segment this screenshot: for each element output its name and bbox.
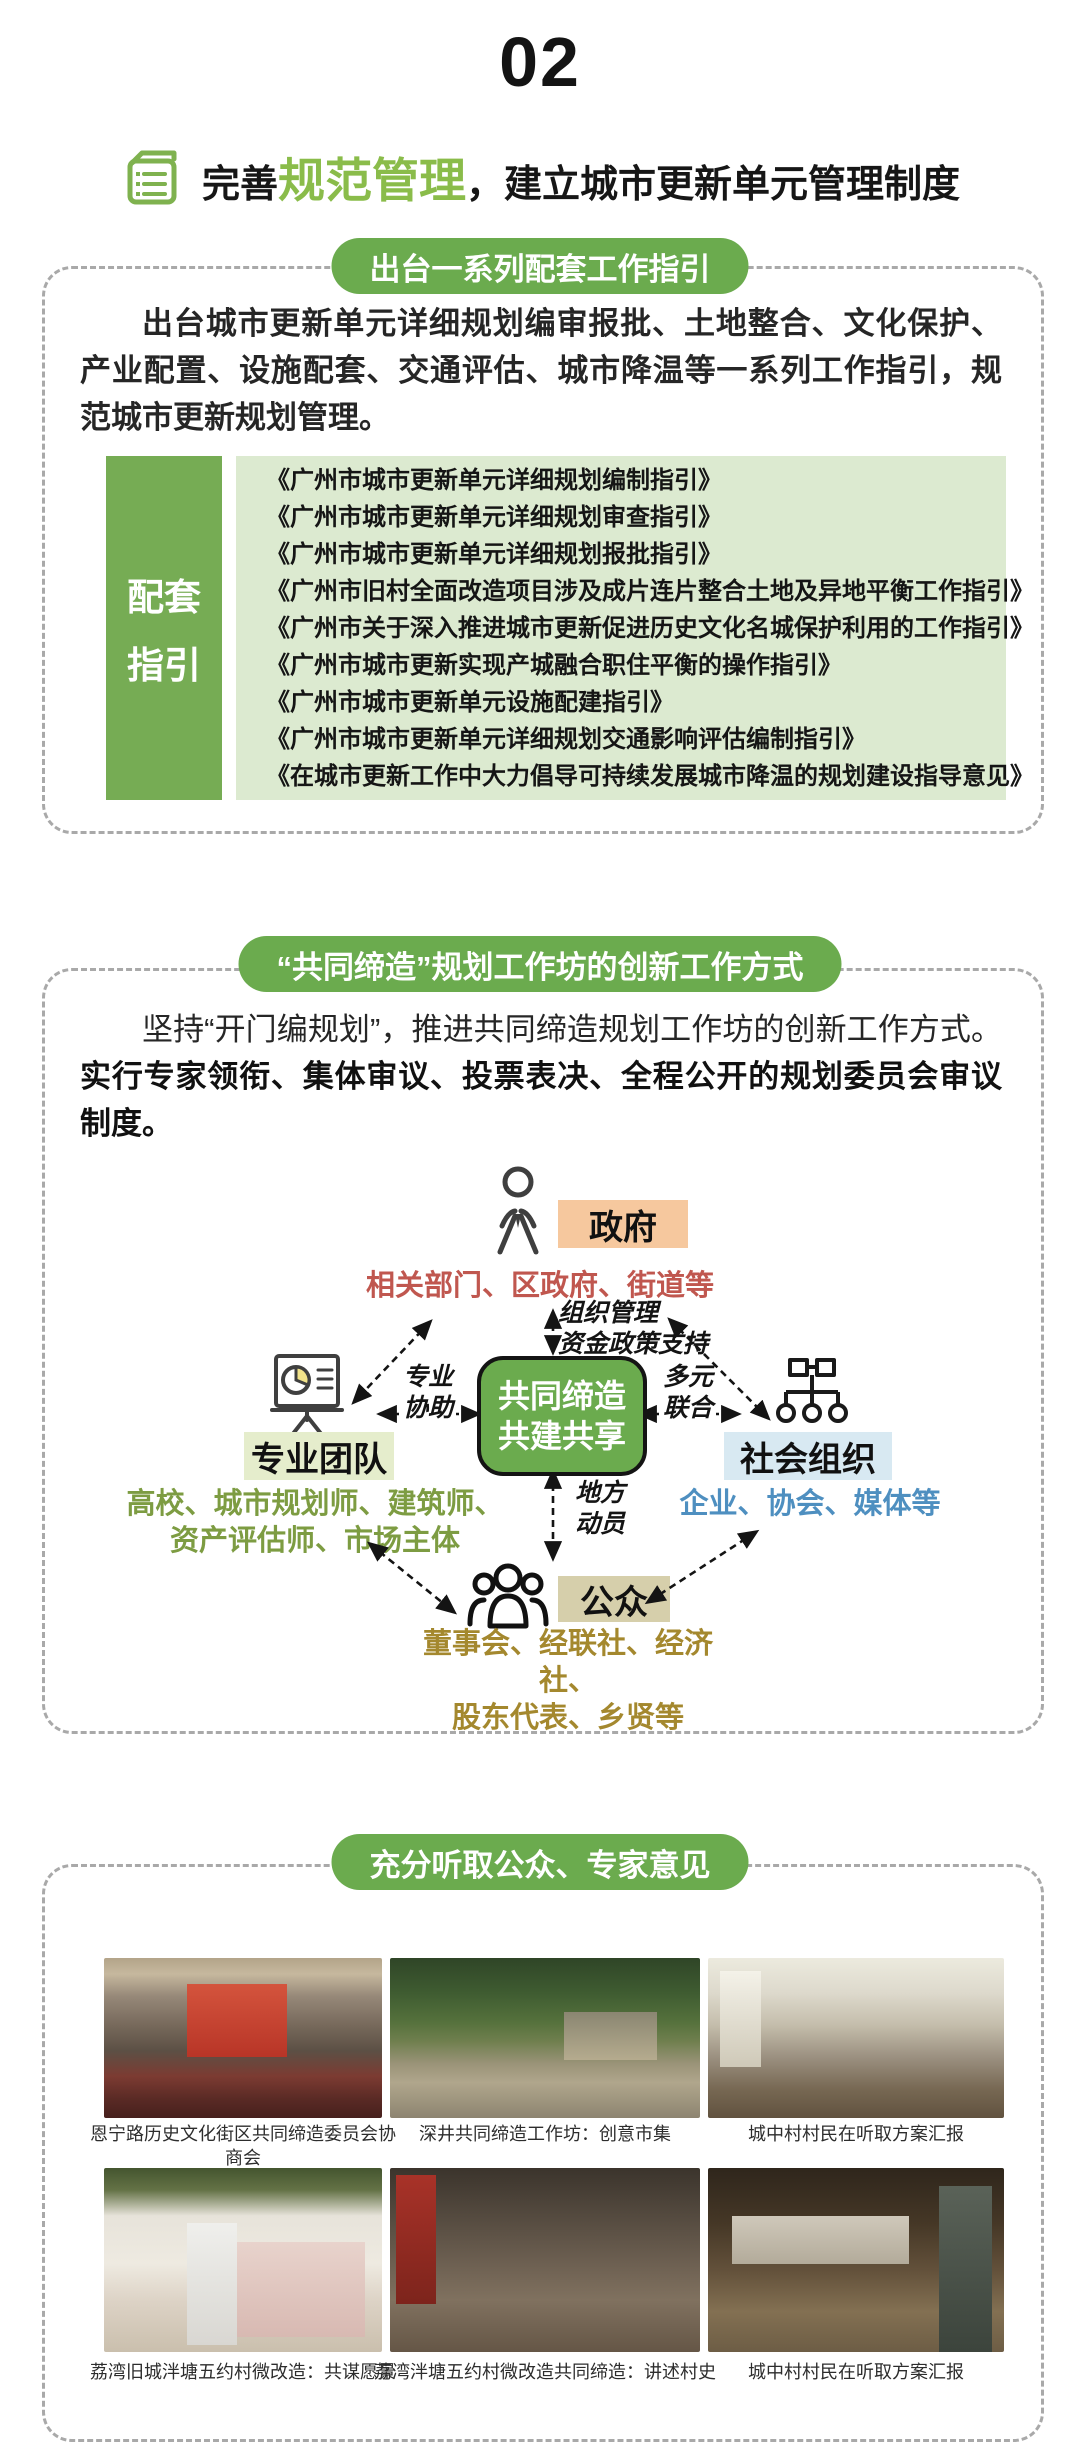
workshop-paragraph: 坚持“开门编规划”，推进共同缔造规划工作坊的创新工作方式。实行专家领衔、集体审议… — [80, 1012, 1002, 1141]
public-subtext: 董事会、经联社、经济社、 股东代表、乡贤等 — [422, 1628, 713, 1734]
list-item: 《广州市城市更新单元详细规划交通影响评估编制指引》 — [266, 725, 866, 753]
photo-caption: 荔湾旧城泮塘五约村微改造：共谋愿景 — [90, 2362, 396, 2382]
list-item: 《在城市更新工作中大力倡导可持续发展城市降温的规划建设指导意见》 — [266, 762, 1034, 790]
title-highlight: 规范管理 — [278, 154, 466, 207]
photo-pantang-vision — [104, 2168, 382, 2352]
section-workshop-pill: “共同缔造”规划工作坊的创新工作方式 — [238, 936, 842, 992]
edge-label-left: 专业 协助 — [392, 1362, 464, 1424]
people-group-icon — [466, 1558, 550, 1634]
government-subtext: 相关部门、区政府、街道等 — [365, 1270, 714, 1302]
photo-caption: 恩宁路历史文化街区共同缔造委员会协商会 — [90, 2124, 396, 2166]
page-number: 02 — [499, 23, 581, 101]
social-org-label: 社会组织 — [724, 1432, 892, 1480]
edge-label-bottom: 地方 动员 — [574, 1479, 625, 1538]
notebook-icon — [120, 145, 184, 209]
list-item: 《广州市关于深入推进城市更新促进历史文化名城保护利用的工作指引》 — [266, 614, 1034, 642]
list-item: 《广州市城市更新单元详细规划报批指引》 — [266, 540, 722, 568]
page-title-text: 完善规范管理，建立城市更新单元管理制度 — [201, 154, 961, 207]
list-item: 《广州市城市更新单元详细规划审查指引》 — [266, 503, 722, 531]
photo-pantang-history — [390, 2168, 700, 2352]
edge-label-right: 多元 联合 — [652, 1362, 724, 1424]
government-label: 政府 — [558, 1200, 688, 1248]
center-bubble: 共同缔造 共建共享 — [477, 1356, 647, 1476]
guides-document-list: 《广州市城市更新单元详细规划编制指引》 《广州市城市更新单元详细规划审查指引》 … — [236, 456, 1034, 800]
photo-caption: 城中村村民在听取方案汇报 — [748, 2124, 964, 2144]
professional-team-label: 专业团队 — [244, 1432, 394, 1480]
org-chart-icon — [776, 1356, 848, 1442]
list-item: 《广州市旧村全面改造项目涉及成片连片整合土地及异地平衡工作指引》 — [266, 577, 1034, 605]
photo-caption: 深井共同缔造工作坊：创意市集 — [419, 2124, 671, 2144]
list-item: 《广州市城市更新实现产城融合职住平衡的操作指引》 — [266, 651, 842, 679]
public-label: 公众 — [558, 1576, 670, 1622]
photo-village-briefing-1 — [708, 1958, 1004, 2118]
photo-shenjing-market — [390, 1958, 700, 2118]
section-opinions-pill: 充分听取公众、专家意见 — [331, 1834, 749, 1890]
list-item: 《广州市城市更新单元设施配建指引》 — [266, 688, 674, 716]
guides-sidebar-tab: 配套 指引 — [106, 456, 222, 800]
photo-caption: 城中村村民在听取方案汇报 — [748, 2362, 964, 2382]
edge-label-top: 组织管理 资金政策支持 — [558, 1299, 709, 1358]
guides-paragraph: 出台城市更新单元详细规划编审报批、土地整合、文化保护、产业配置、设施配套、交通评… — [80, 306, 1002, 435]
list-item: 《广州市城市更新单元详细规划编制指引》 — [266, 466, 722, 494]
section-guides-pill: 出台一系列配套工作指引 — [331, 238, 749, 294]
page-title: 完善规范管理，建立城市更新单元管理制度 — [0, 142, 1080, 211]
photo-enninglu-committee — [104, 1958, 382, 2118]
social-org-subtext: 企业、协会、媒体等 — [679, 1488, 941, 1520]
person-icon — [486, 1164, 550, 1260]
photo-caption: 荔湾泮塘五约村微改造共同缔造：讲述村史 — [374, 2362, 716, 2382]
photo-village-briefing-2 — [708, 2168, 1004, 2352]
